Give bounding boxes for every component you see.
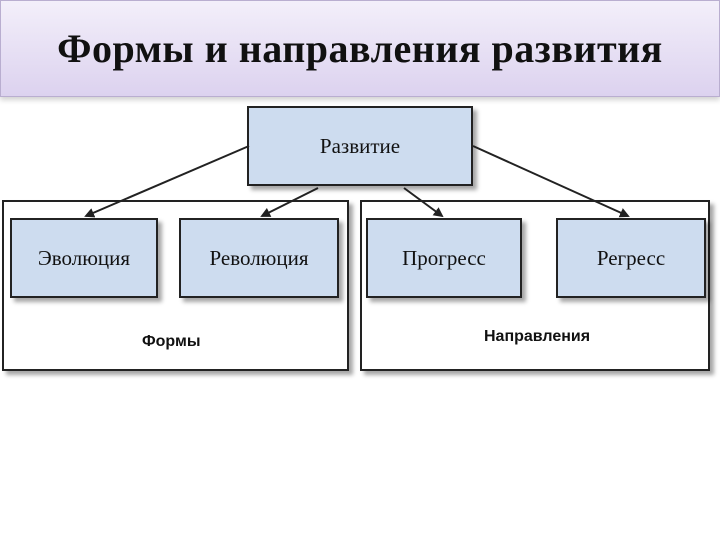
forms-item-label: Революция bbox=[209, 245, 309, 270]
forms-item-label: Эволюция bbox=[37, 245, 131, 270]
arrow-to-regress bbox=[472, 145, 630, 218]
root-node: Развитие bbox=[247, 106, 473, 186]
arrow-to-progress bbox=[403, 187, 444, 218]
page-title: Формы и направления развития bbox=[57, 26, 663, 71]
title-banner: Формы и направления развития bbox=[0, 0, 720, 97]
directions-item-regress: Регресс bbox=[556, 218, 706, 298]
forms-group-label: Формы bbox=[142, 333, 201, 350]
arrow-to-revolution bbox=[260, 187, 319, 217]
forms-item-evolution: Эволюция bbox=[10, 218, 158, 298]
directions-item-label: Регресс bbox=[596, 245, 666, 270]
directions-item-label: Прогресс bbox=[402, 245, 486, 270]
root-node-label: Развитие bbox=[319, 133, 401, 158]
forms-item-revolution: Революция bbox=[179, 218, 339, 298]
directions-item-progress: Прогресс bbox=[366, 218, 522, 298]
arrow-to-evolution bbox=[84, 145, 250, 218]
directions-group-label: Направления bbox=[484, 328, 591, 345]
